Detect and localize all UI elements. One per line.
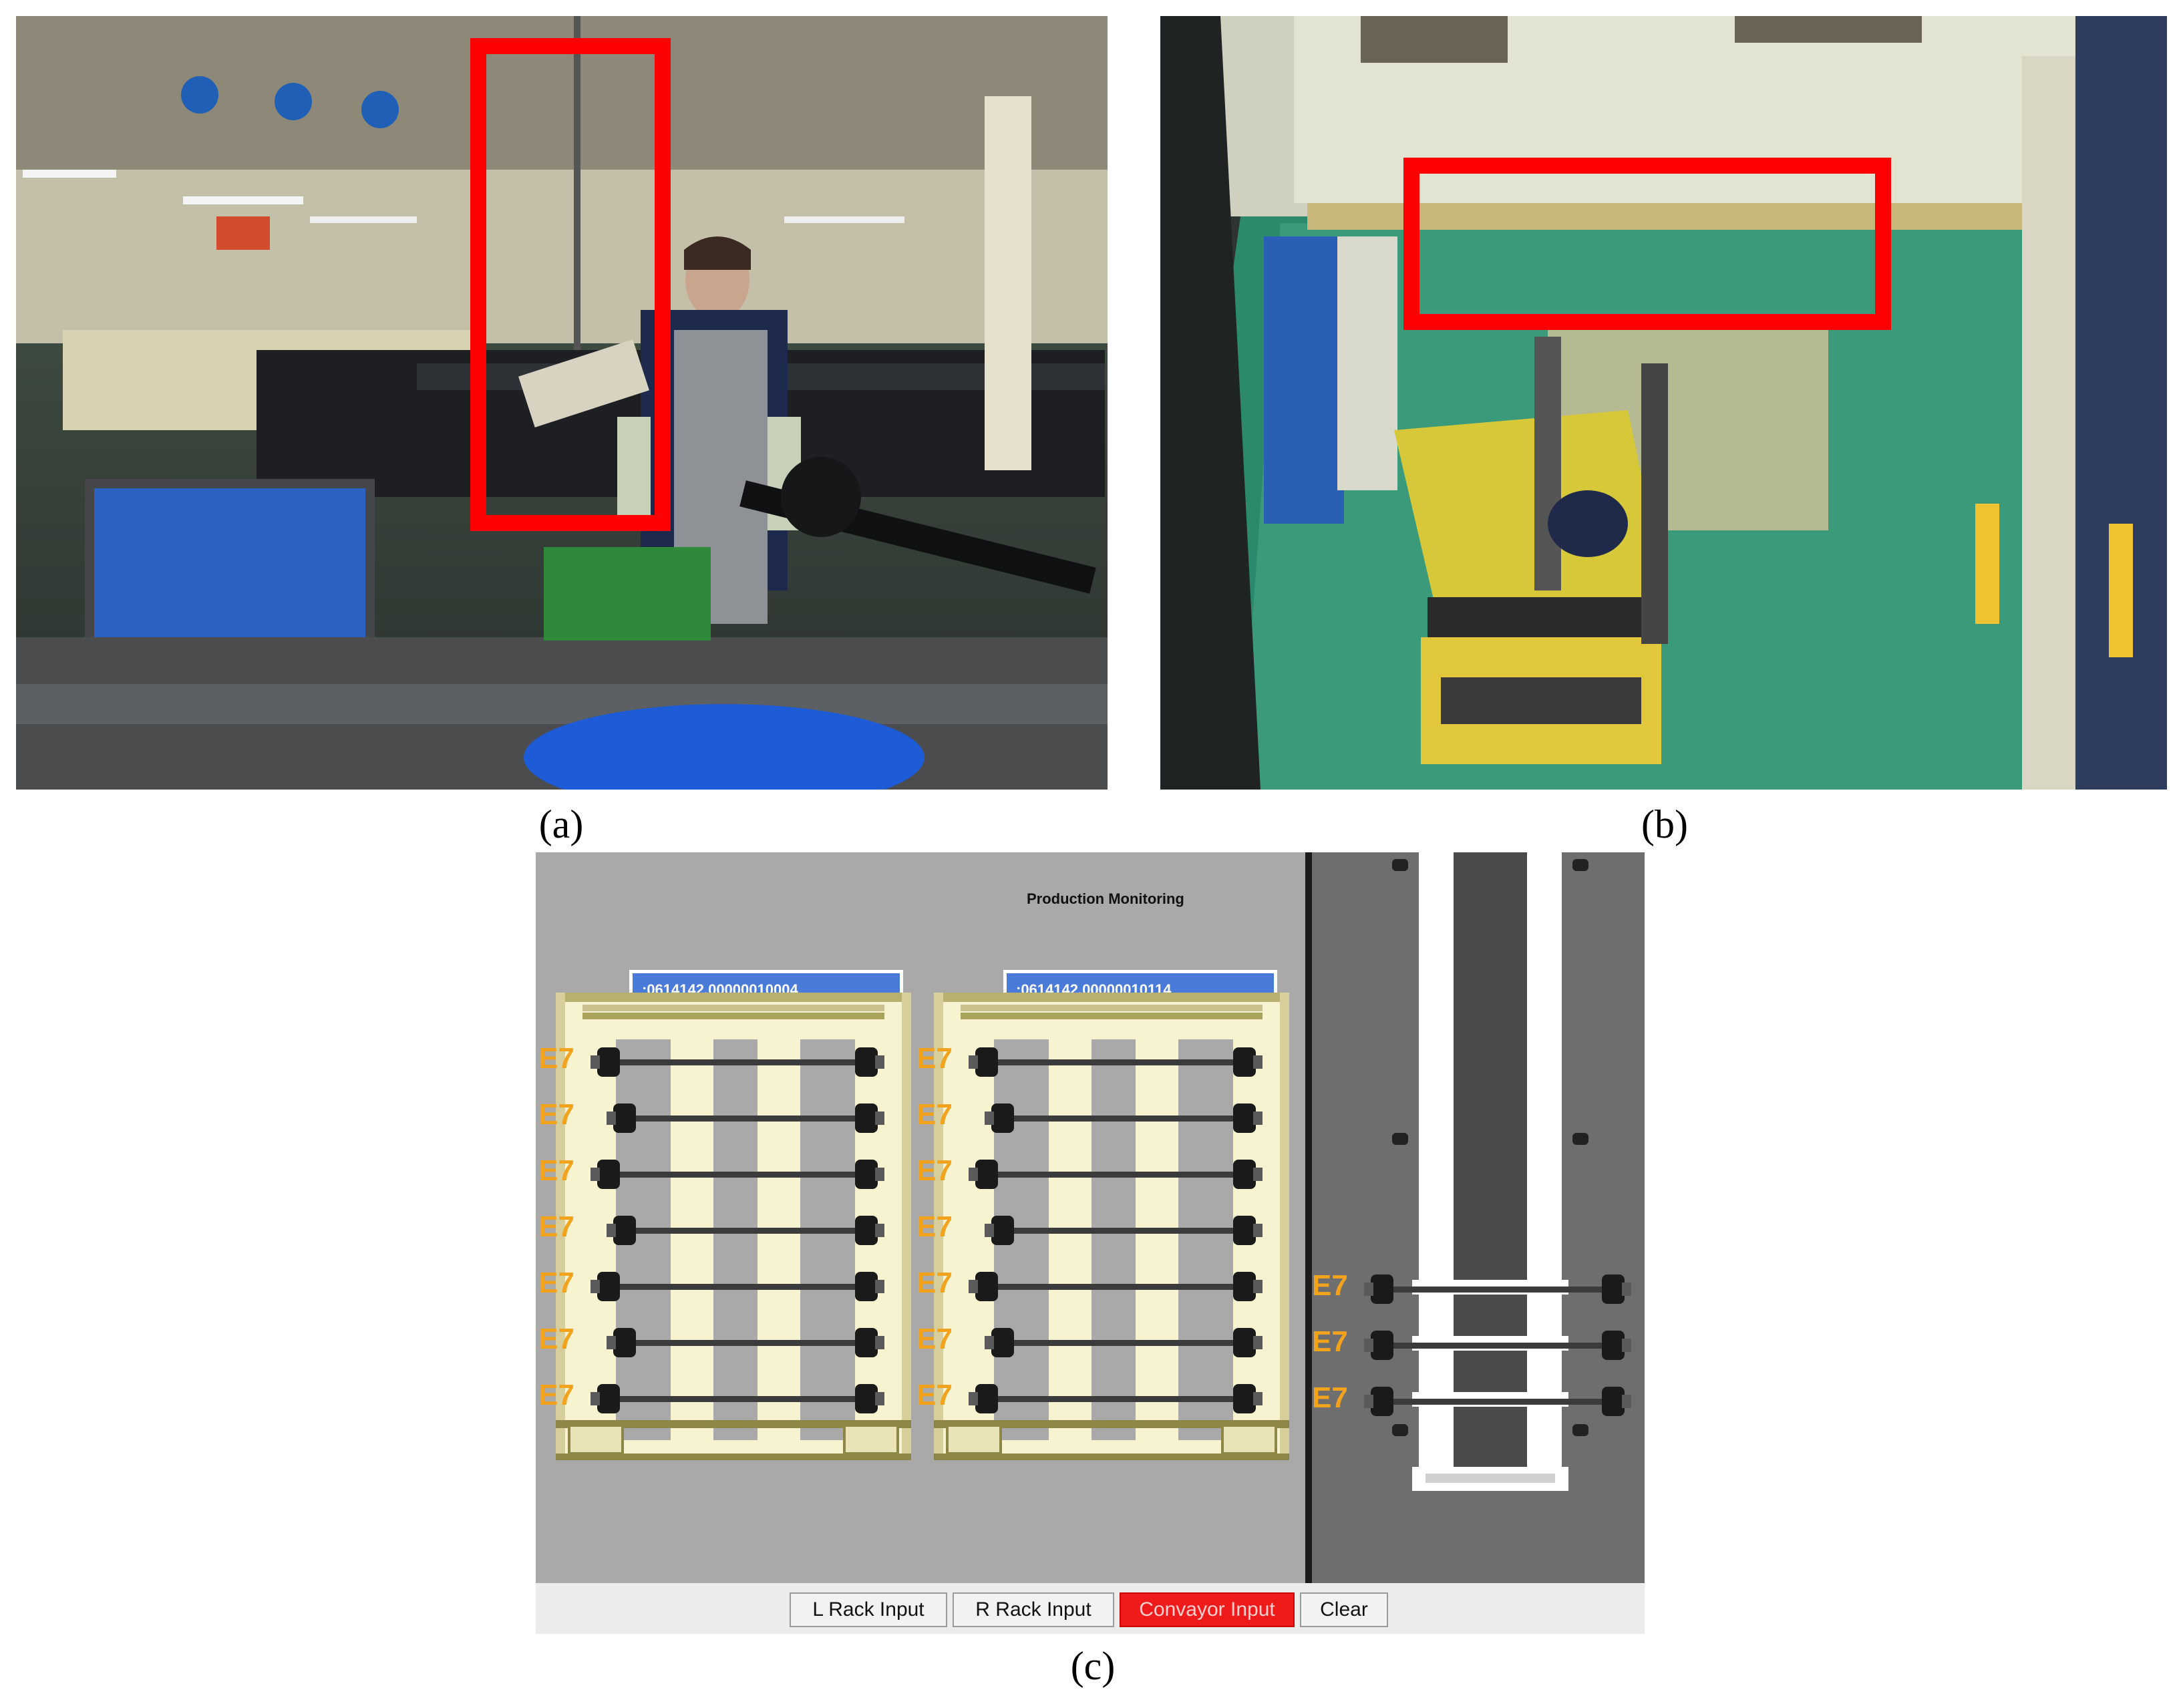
- production-monitoring-window: Production Monitoring :0614142.000000100…: [536, 852, 1645, 1634]
- left-axle-item[interactable]: [607, 1098, 884, 1142]
- right-slot-label: E7: [916, 1042, 953, 1075]
- right-axle-item[interactable]: [985, 1323, 1263, 1366]
- photo-b-forklift: [1160, 16, 2167, 790]
- axle-icon: [985, 1328, 1263, 1357]
- left-slot-label: E7: [538, 1098, 574, 1131]
- button-bar: L Rack Input R Rack Input Convayor Input…: [536, 1583, 1645, 1634]
- axle-icon: [969, 1384, 1263, 1413]
- left-slot-label: E7: [538, 1379, 574, 1411]
- right-slot-label: E7: [916, 1210, 953, 1243]
- left-slot-label: E7: [538, 1210, 574, 1243]
- left-axle-item[interactable]: [591, 1042, 884, 1085]
- photo-a-assembly-line: [16, 16, 1108, 790]
- axle-icon: [607, 1216, 884, 1245]
- right-slot-label: E7: [916, 1379, 953, 1411]
- left-axle-item[interactable]: [607, 1323, 884, 1366]
- right-axle-item[interactable]: [969, 1042, 1263, 1085]
- clear-button[interactable]: Clear: [1300, 1592, 1388, 1627]
- right-axle-item[interactable]: [985, 1210, 1263, 1254]
- left-axle-item[interactable]: [607, 1210, 884, 1254]
- right-axle-item[interactable]: [985, 1098, 1263, 1142]
- right-axle-item[interactable]: [969, 1379, 1263, 1422]
- left-rack-frame: [556, 993, 911, 1460]
- left-axle-item[interactable]: [591, 1154, 884, 1198]
- conveyor-axle-item[interactable]: [1364, 1269, 1631, 1313]
- conveyor-graphic: [1392, 852, 1588, 1491]
- conveyor-slot-label: E7: [1312, 1325, 1348, 1358]
- conveyor-slot-label: E7: [1312, 1269, 1348, 1302]
- caption-b: (b): [1641, 802, 1688, 846]
- left-axle-item[interactable]: [591, 1379, 884, 1422]
- axle-icon: [985, 1216, 1263, 1245]
- photo-a-image: [16, 16, 1108, 790]
- right-slot-label: E7: [916, 1323, 953, 1355]
- photo-b-image: [1160, 16, 2167, 790]
- highlight-box-hoist: [470, 38, 671, 531]
- highlight-box-overhead-crane: [1403, 158, 1891, 330]
- conveyor-axle-item[interactable]: [1364, 1381, 1631, 1425]
- left-rack: [556, 993, 911, 1460]
- caption-a: (a): [538, 802, 584, 846]
- axle-icon: [1364, 1387, 1631, 1416]
- left-slot-label: E7: [538, 1154, 574, 1187]
- conveyor-input-button[interactable]: Convayor Input: [1120, 1592, 1295, 1627]
- right-axle-item[interactable]: [969, 1154, 1263, 1198]
- axle-icon: [607, 1328, 884, 1357]
- left-axle-item[interactable]: [591, 1266, 884, 1310]
- axle-icon: [969, 1160, 1263, 1189]
- axle-icon: [969, 1047, 1263, 1077]
- axle-icon: [985, 1103, 1263, 1133]
- right-slot-label: E7: [916, 1154, 953, 1187]
- axle-icon: [591, 1384, 884, 1413]
- left-slot-label: E7: [538, 1323, 574, 1355]
- axle-icon: [591, 1047, 884, 1077]
- left-slot-label: E7: [538, 1266, 574, 1299]
- axle-icon: [591, 1272, 884, 1301]
- window-title: Production Monitoring: [1027, 890, 1184, 907]
- panel-divider: [1305, 852, 1312, 1583]
- axle-icon: [1364, 1274, 1631, 1304]
- right-axle-item[interactable]: [969, 1266, 1263, 1310]
- axle-icon: [1364, 1331, 1631, 1360]
- conveyor-slot-label: E7: [1312, 1381, 1348, 1414]
- left-slot-label: E7: [538, 1042, 574, 1075]
- l-rack-input-button[interactable]: L Rack Input: [790, 1592, 947, 1627]
- axle-icon: [969, 1272, 1263, 1301]
- right-slot-label: E7: [916, 1098, 953, 1131]
- r-rack-input-button[interactable]: R Rack Input: [953, 1592, 1114, 1627]
- right-slot-label: E7: [916, 1266, 953, 1299]
- axle-icon: [591, 1160, 884, 1189]
- axle-icon: [607, 1103, 884, 1133]
- conveyor-area: [1312, 852, 1645, 1583]
- caption-c: (c): [1070, 1644, 1116, 1688]
- conveyor-axle-item[interactable]: [1364, 1325, 1631, 1369]
